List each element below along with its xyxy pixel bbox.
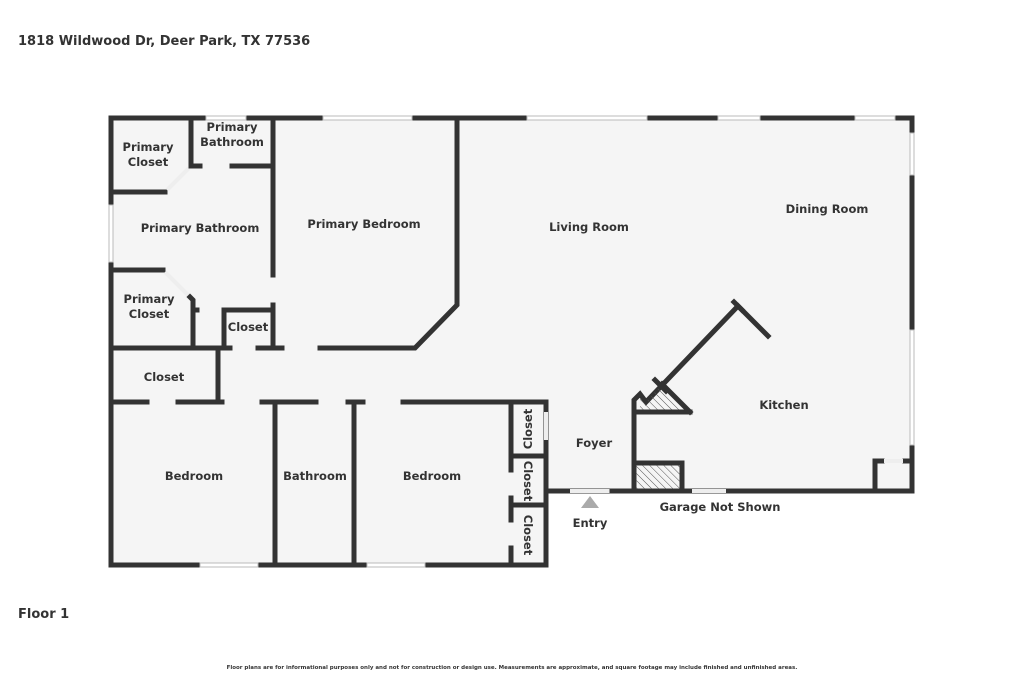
room-closet-b: Closet bbox=[521, 461, 535, 502]
room-closet-small: Closet bbox=[228, 320, 269, 334]
room-labels: Primary Closet Primary Bathroom Primary … bbox=[123, 120, 869, 556]
room-closet-hall: Closet bbox=[144, 370, 185, 384]
garage-note: Garage Not Shown bbox=[660, 500, 781, 514]
windows bbox=[108, 115, 915, 568]
property-address: 1818 Wildwood Dr, Deer Park, TX 77536 bbox=[18, 34, 311, 49]
room-bedroom-2: Bedroom bbox=[403, 469, 461, 483]
room-primary-closet-2-line2: Closet bbox=[129, 307, 170, 321]
entry-label: Entry bbox=[573, 516, 608, 530]
room-primary-bathroom-small: Primary bbox=[207, 120, 258, 134]
room-closet-a: Closet bbox=[521, 408, 535, 449]
room-closet-c: Closet bbox=[521, 515, 535, 556]
room-primary-closet-1-line2: Closet bbox=[128, 155, 169, 169]
entry-arrow-icon bbox=[581, 496, 599, 508]
room-primary-closet-1: Primary bbox=[123, 140, 174, 154]
room-kitchen: Kitchen bbox=[759, 398, 808, 412]
room-primary-bedroom: Primary Bedroom bbox=[307, 217, 420, 231]
room-bedroom-1: Bedroom bbox=[165, 469, 223, 483]
walls bbox=[108, 115, 915, 568]
floor-label: Floor 1 bbox=[18, 607, 70, 622]
room-foyer: Foyer bbox=[576, 436, 613, 450]
room-primary-closet-2: Primary bbox=[124, 292, 175, 306]
room-primary-bathroom: Primary Bathroom bbox=[141, 221, 260, 235]
disclaimer: Floor plans are for informational purpos… bbox=[226, 665, 798, 671]
floor-fill bbox=[111, 118, 912, 565]
room-dining-room: Dining Room bbox=[786, 202, 869, 216]
room-bathroom: Bathroom bbox=[283, 469, 347, 483]
room-primary-bathroom-small-line2: Bathroom bbox=[200, 135, 264, 149]
room-living-room: Living Room bbox=[549, 220, 629, 234]
